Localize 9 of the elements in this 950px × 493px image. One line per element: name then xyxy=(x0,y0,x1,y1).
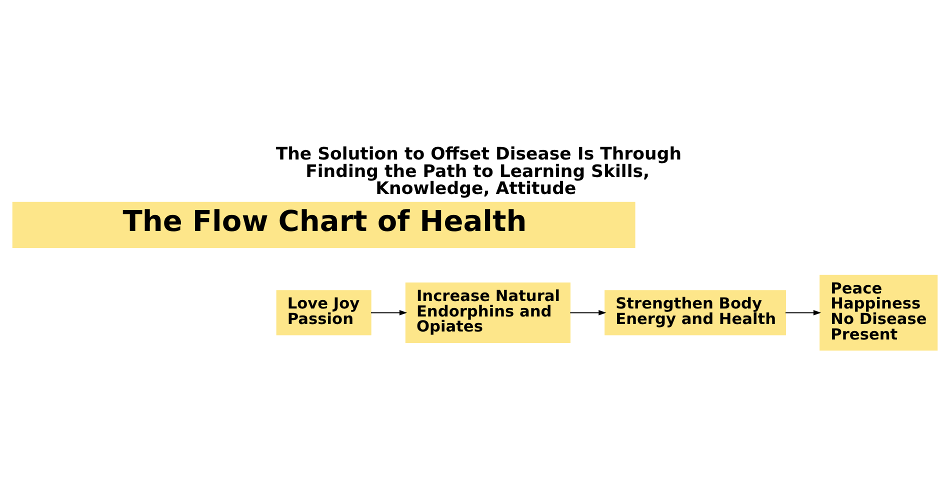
diagram-title: The Solution to Offset Disease Is Through Finding the Path to Learning Skills, Knowledge, Attitude xyxy=(276,144,682,200)
node-box: The Flow Chart of Health xyxy=(12,202,636,248)
arrow xyxy=(370,310,408,316)
node-box: Peace Happiness No Disease Present xyxy=(820,274,938,351)
arrow xyxy=(785,310,822,316)
node-box: Increase Natural Endorphins and Opiates xyxy=(405,282,570,343)
node-box: Love Joy Passion xyxy=(276,290,372,336)
arrow xyxy=(570,310,606,316)
node-box: Strengthen Body Energy and Health xyxy=(604,290,786,336)
